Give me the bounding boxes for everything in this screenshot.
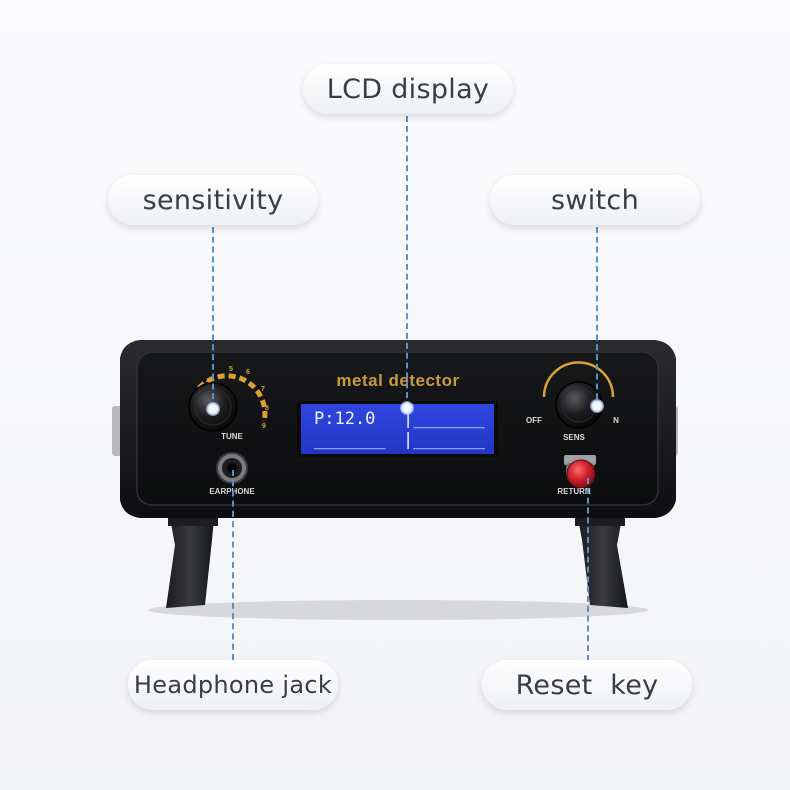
tune-scale-9: 9 [262, 423, 266, 430]
sens-label: SENS [563, 433, 585, 442]
tune-scale-8: 8 [265, 405, 269, 412]
sens-switch-assembly: OFF N SENS [526, 361, 619, 442]
callout-lcd-display: LCD display [303, 64, 513, 114]
leader-line-headphone [232, 470, 234, 660]
sens-arc [542, 361, 615, 398]
left-stand [166, 516, 218, 608]
leader-line-lcd [406, 116, 408, 408]
lcd-line1-right: |_______ [403, 409, 486, 429]
lcd-display-screen: P:12.0 |_______ _______ |_______ [297, 401, 498, 457]
tune-scale-7: 7 [261, 386, 265, 393]
tune-scale-4: 4 [206, 378, 210, 385]
callout-reset-key: Reset key [482, 660, 692, 710]
leader-line-switch [596, 227, 598, 409]
callout-sensitivity: sensitivity [108, 175, 318, 225]
sensitivity-marker-dot [206, 402, 220, 416]
off-label: OFF [526, 416, 542, 425]
tune-scale-5: 5 [229, 366, 233, 373]
lcd-line2-right: |_______ [403, 430, 486, 450]
return-label: RETURN [557, 487, 591, 496]
lcd-line1-left: P:12.0 [314, 409, 375, 429]
brand-label: metal detector [336, 371, 459, 390]
on-label: N [613, 416, 619, 425]
tune-scale-6: 6 [246, 369, 250, 376]
tune-label: TUNE [221, 432, 243, 441]
floor-shadow [148, 600, 648, 620]
right-stand [575, 516, 628, 608]
tune-scale-arc [197, 373, 268, 423]
reset-button [566, 459, 596, 489]
callout-headphone-jack: Headphone jack [128, 660, 338, 710]
leader-line-reset [587, 478, 589, 661]
lcd-marker-dot [400, 401, 414, 415]
lcd-line2-left: _______ [314, 430, 386, 450]
switch-marker-dot [590, 399, 604, 413]
callout-switch: switch [490, 175, 700, 225]
leader-line-sensitivity [212, 227, 214, 409]
